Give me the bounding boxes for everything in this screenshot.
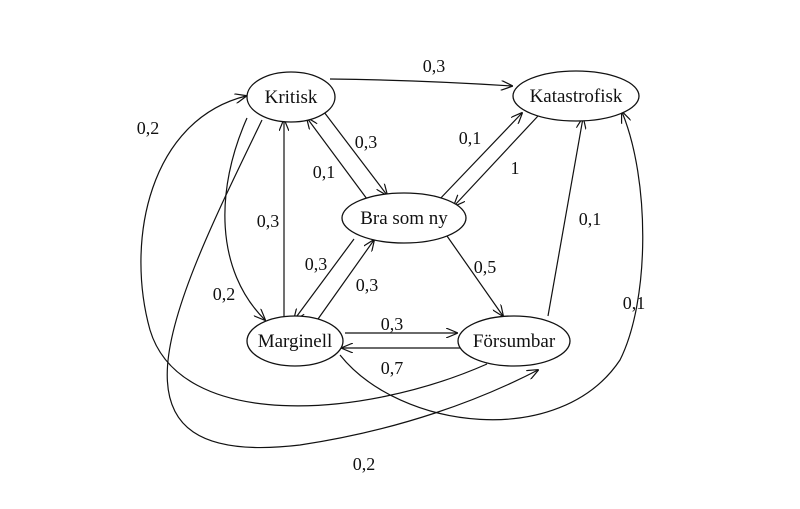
node-kritisk-shape (246, 71, 336, 123)
node-forsumbar-label: Försumbar (473, 331, 556, 352)
edge-bra-som-ny-to-forsumbar (446, 235, 503, 316)
edge-label-forsumbar-to-kritisk: 0,2 (353, 454, 376, 474)
edge-label-kritisk-to-marginell: 0,2 (213, 284, 236, 304)
edge-label-forsumbar-to-marginell: 0,7 (381, 358, 404, 378)
edge-label-bra-som-ny-to-marginell: 0,3 (305, 254, 328, 274)
edge-label-kritisk-to-forsumbar: 0,2 (137, 118, 160, 138)
edge-label-katastrofisk-to-bra-som-ny: 1 (511, 158, 520, 178)
edge-labels: 0,3 0,3 0,1 0,2 0,2 0,3 0,3 0,3 0,3 0,7 … (137, 56, 646, 474)
edges (140, 78, 644, 449)
node-katastrofisk: Katastrofisk (512, 70, 640, 122)
edge-label-marginell-to-bra-som-ny: 0,3 (356, 275, 379, 295)
edge-label-bra-som-ny-to-kritisk: 0,1 (313, 162, 336, 182)
node-forsumbar: Försumbar (457, 315, 571, 367)
edge-label-marginell-to-kritisk: 0,3 (257, 211, 280, 231)
edge-label-marginell-to-katastrofisk: 0,1 (623, 293, 646, 313)
edge-forsumbar-to-kritisk (140, 96, 488, 407)
edge-bra-som-ny-to-marginell (294, 238, 355, 320)
edge-marginell-to-katastrofisk (339, 112, 644, 421)
edge-kritisk-to-forsumbar (166, 119, 538, 449)
edge-forsumbar-to-katastrofisk (547, 118, 583, 317)
nodes: Kritisk Katastrofisk Bra som ny Marginel… (246, 70, 640, 367)
edge-label-kritisk-to-katastrofisk: 0,3 (423, 56, 446, 76)
edge-bra-som-ny-to-kritisk (307, 118, 368, 200)
edge-katastrofisk-to-bra-som-ny (454, 115, 539, 206)
node-kritisk: Kritisk (246, 71, 336, 123)
edge-kritisk-to-bra-som-ny (323, 111, 387, 195)
edge-label-forsumbar-to-katastrofisk: 0,1 (579, 209, 602, 229)
edge-label-bra-som-ny-to-forsumbar: 0,5 (474, 257, 497, 277)
node-bra-som-ny-shape (341, 192, 467, 244)
node-forsumbar-shape (457, 315, 571, 367)
node-katastrofisk-label: Katastrofisk (530, 86, 623, 107)
edge-label-bra-som-ny-to-katastrofisk: 0,1 (459, 128, 482, 148)
edge-label-kritisk-to-bra-som-ny: 0,3 (355, 132, 378, 152)
node-katastrofisk-shape (512, 70, 640, 122)
node-marginell-shape (246, 315, 344, 367)
edge-kritisk-to-katastrofisk (329, 78, 512, 86)
edge-bra-som-ny-to-katastrofisk (436, 113, 522, 203)
node-bra-som-ny: Bra som ny (341, 192, 467, 244)
edge-label-marginell-to-forsumbar: 0,3 (381, 314, 404, 334)
node-kritisk-label: Kritisk (265, 87, 318, 108)
node-marginell: Marginell (246, 315, 344, 367)
node-bra-som-ny-label: Bra som ny (360, 208, 448, 229)
edge-kritisk-to-marginell (224, 117, 265, 320)
node-marginell-label: Marginell (258, 331, 333, 352)
edge-marginell-to-bra-som-ny (317, 240, 374, 320)
